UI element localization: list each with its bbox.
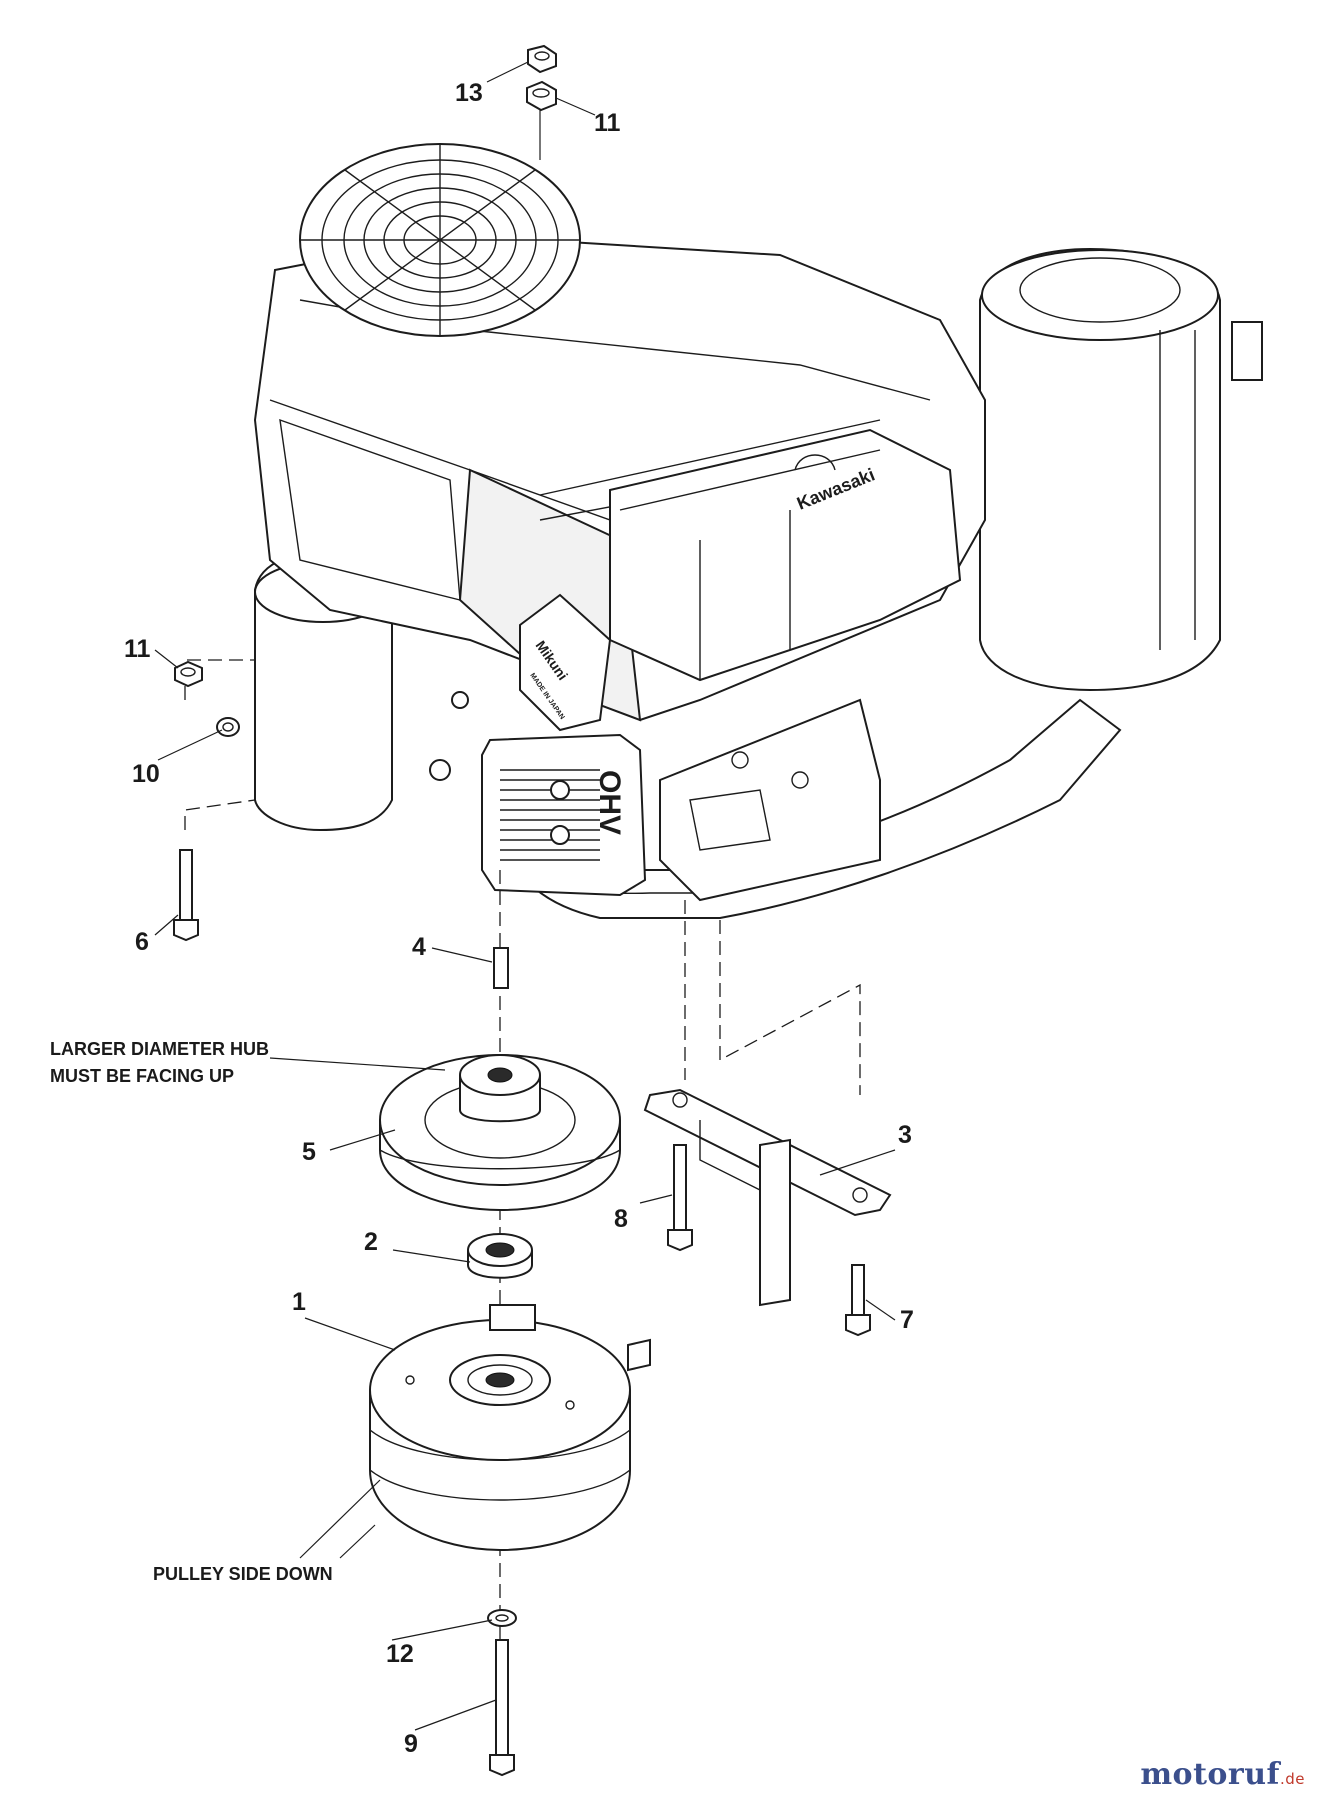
part-12-lock-washer — [487, 1609, 517, 1627]
callout-10: 10 — [132, 760, 160, 788]
part-8-bolt — [667, 1144, 693, 1252]
watermark-logo: motoruf.de — [1140, 1757, 1305, 1792]
watermark-name: motoruf — [1140, 1757, 1280, 1792]
part-1-electric-clutch — [369, 1304, 651, 1552]
callout-3: 3 — [898, 1121, 912, 1149]
part-11-nut-left — [174, 660, 203, 688]
watermark-suffix: .de — [1279, 1770, 1305, 1788]
callout-12: 12 — [386, 1640, 414, 1668]
part-5-pulley — [379, 1054, 621, 1212]
callout-5: 5 — [302, 1138, 316, 1166]
part-3-bracket — [643, 1088, 892, 1307]
callout-7: 7 — [900, 1306, 914, 1334]
engine-assembly: Kawasaki Mikuni MADE IN JAPAN OHV — [253, 143, 1263, 919]
part-9-bolt — [489, 1639, 515, 1777]
part-7-bolt — [845, 1264, 871, 1337]
callout-11-left: 11 — [124, 635, 151, 663]
callout-11-top: 11 — [594, 109, 621, 137]
leader-lines — [154, 61, 896, 1731]
callout-labels: 13 11 11 10 6 4 5 2 1 3 8 7 12 9 — [124, 79, 914, 1758]
part-11-nut-top — [526, 80, 557, 112]
note-pulley-side: PULLEY SIDE DOWN — [153, 1564, 333, 1584]
part-13-lock-nut — [527, 44, 557, 74]
callout-4: 4 — [412, 933, 426, 961]
part-10-washer — [216, 717, 240, 737]
callout-13: 13 — [455, 79, 483, 107]
ohv-text: OHV — [593, 770, 626, 835]
part-2-spacer — [467, 1233, 533, 1279]
part-6-bolt — [173, 849, 199, 942]
callout-2: 2 — [364, 1228, 378, 1256]
part-4-key — [493, 947, 509, 989]
assembly-notes: LARGER DIAMETER HUB MUST BE FACING UP PU… — [50, 1039, 333, 1584]
note-hub-line1: LARGER DIAMETER HUB — [50, 1039, 269, 1059]
callout-1: 1 — [292, 1288, 306, 1316]
assembly-lines — [184, 85, 861, 1700]
note-hub-line2: MUST BE FACING UP — [50, 1066, 234, 1086]
callout-8: 8 — [614, 1205, 628, 1233]
callout-9: 9 — [404, 1730, 418, 1758]
callout-6: 6 — [135, 928, 149, 956]
